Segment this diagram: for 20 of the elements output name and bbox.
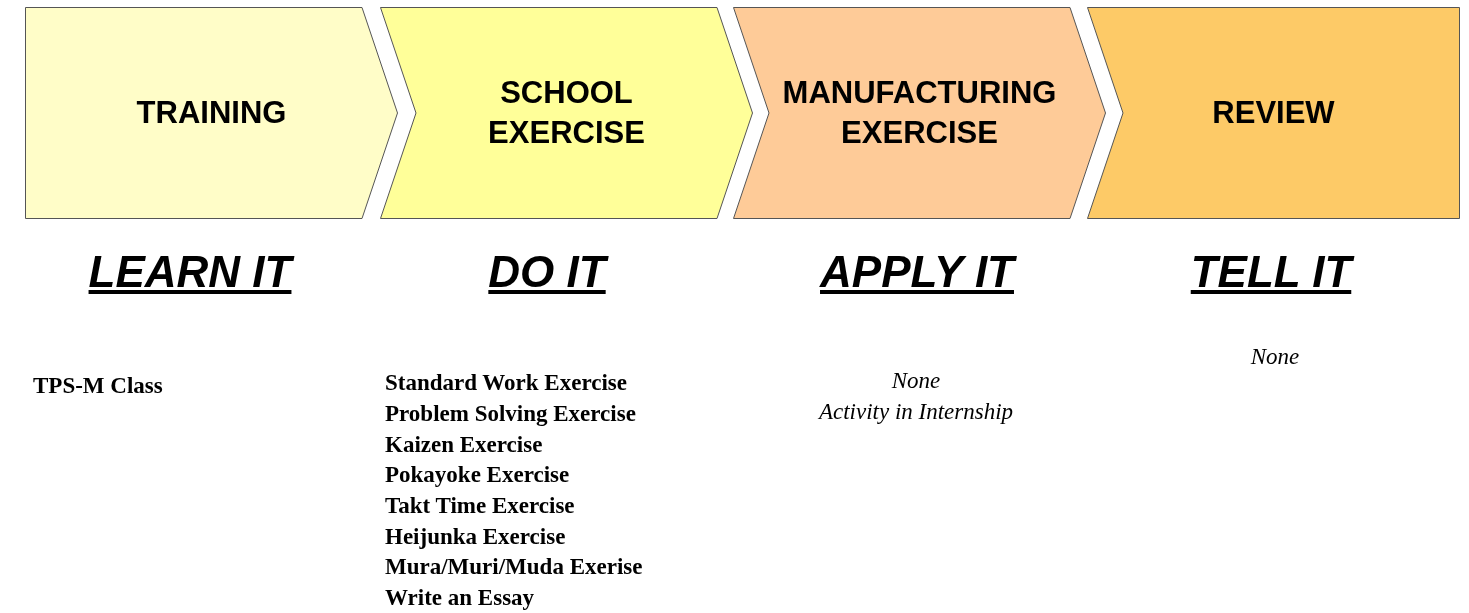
step-title: TRAINING — [136, 94, 287, 132]
activity-item: Kaizen Exercise — [385, 431, 543, 459]
activity-note: None — [891, 367, 941, 395]
step-title: SCHOOL EXERCISE — [487, 74, 646, 152]
chevron-step — [1087, 7, 1460, 219]
activity-item: Mura/Muri/Muda Exerise — [385, 553, 643, 581]
activity-item: Write an Essay — [385, 584, 535, 612]
activity-note: None — [1250, 343, 1300, 371]
chevron-step — [733, 7, 1106, 219]
chevron-step — [25, 7, 398, 219]
activity-item: Pokayoke Exercise — [385, 461, 570, 489]
step-title: REVIEW — [1212, 94, 1335, 132]
activity-item: Takt Time Exercise — [385, 492, 575, 520]
activity-note: Activity in Internship — [818, 398, 1014, 426]
activity-item: Problem Solving Exercise — [385, 400, 636, 428]
step-title: MANUFACTURING EXERCISE — [781, 74, 1058, 152]
activity-item: TPS-M Class — [33, 372, 163, 400]
activity-item: Standard Work Exercise — [385, 369, 627, 397]
chevron-step — [380, 7, 753, 219]
activity-item: Heijunka Exercise — [385, 523, 566, 551]
